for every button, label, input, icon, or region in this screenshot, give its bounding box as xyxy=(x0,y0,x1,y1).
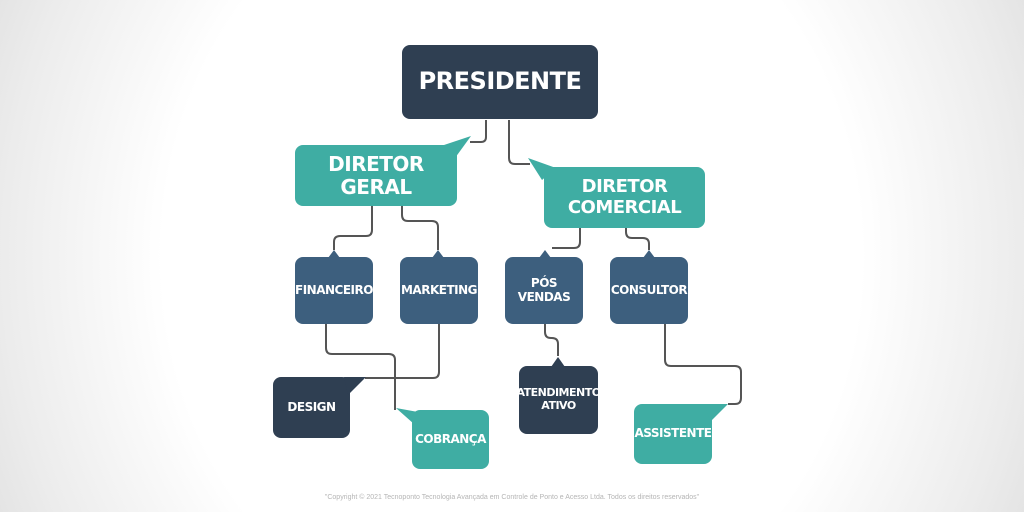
node-atendimento-ativo: ATENDIMENTO ATIVO xyxy=(516,366,601,434)
node-marketing: MARKETING xyxy=(400,257,478,324)
node-financeiro: FINANCEIRO xyxy=(295,257,373,324)
connector-consultor-assistente xyxy=(664,324,742,405)
node-atendimento-ativo-tail xyxy=(551,357,565,367)
node-marketing-tail xyxy=(432,250,444,258)
connector-presidente-diretor-comercial xyxy=(508,120,530,165)
node-pos-vendas-tail xyxy=(539,250,551,258)
connector-diretor-comercial-pos-vendas xyxy=(552,228,581,249)
node-presidente: PRESIDENTE xyxy=(402,45,598,119)
node-design: DESIGN xyxy=(273,377,350,438)
connector-presidente-diretor-geral xyxy=(470,120,487,143)
node-diretor-comercial: DIRETOR COMERCIAL xyxy=(544,167,705,228)
node-financeiro-tail xyxy=(328,250,340,258)
connector-diretor-geral-financeiro xyxy=(333,206,373,250)
node-presidente-label: PRESIDENTE xyxy=(418,67,582,96)
node-marketing-label: MARKETING xyxy=(400,282,478,297)
node-assistente-label: ASSISTENTE xyxy=(634,426,712,441)
node-diretor-comercial-label: DIRETOR COMERCIAL xyxy=(567,175,682,218)
node-consultor-tail xyxy=(643,250,655,258)
node-consultor: CONSULTOR xyxy=(610,257,688,324)
node-assistente: ASSISTENTE xyxy=(634,404,712,464)
node-design-tail xyxy=(344,377,366,395)
node-cobranca: COBRANÇA xyxy=(412,410,489,469)
node-pos-vendas: PÓS VENDAS xyxy=(505,257,583,324)
node-pos-vendas-label: PÓS VENDAS xyxy=(517,275,571,304)
node-consultor-label: CONSULTOR xyxy=(610,282,688,297)
node-cobranca-tail xyxy=(396,408,418,424)
node-design-label: DESIGN xyxy=(287,399,336,414)
node-diretor-comercial-tail xyxy=(528,158,556,180)
node-diretor-geral-tail xyxy=(441,136,471,158)
connector-diretor-geral-marketing xyxy=(401,206,439,250)
node-diretor-geral: DIRETOR GERAL xyxy=(295,145,457,206)
node-diretor-geral-label: DIRETOR GERAL xyxy=(328,151,424,199)
node-cobranca-label: COBRANÇA xyxy=(415,431,486,446)
connector-pos-vendas-atendimento xyxy=(544,324,559,356)
copyright-footer: "Copyright © 2021 Tecnoponto Tecnologia … xyxy=(324,494,700,501)
connector-financeiro-cobranca xyxy=(325,324,396,410)
node-financeiro-label: FINANCEIRO xyxy=(295,282,373,297)
connector-diretor-comercial-consultor xyxy=(625,228,650,250)
node-atendimento-ativo-label: ATENDIMENTO ATIVO xyxy=(516,386,601,412)
connector-marketing-design xyxy=(365,324,440,379)
node-assistente-tail xyxy=(704,404,728,422)
